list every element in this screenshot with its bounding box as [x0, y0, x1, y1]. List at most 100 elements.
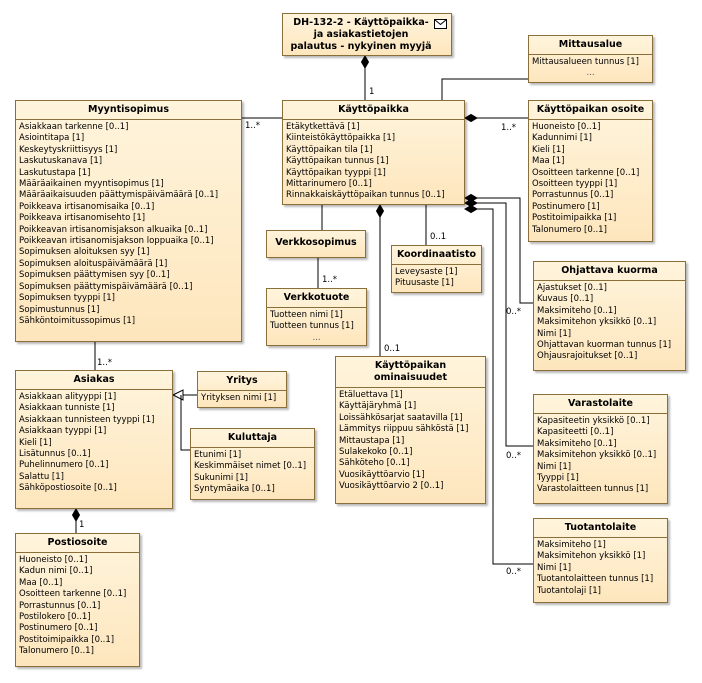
- class-kayttopaikan-ominaisuudet[interactable]: Käyttöpaikan ominaisuudet Etäluettava [1…: [335, 356, 486, 504]
- class-kayttopaikka[interactable]: Käyttöpaikka Etäkytkettävä [1] Kiinteist…: [282, 100, 465, 205]
- class-name: Käyttöpaikan ominaisuudet: [336, 357, 485, 388]
- class-name: Ohjattava kuorma: [534, 262, 685, 281]
- attribute: Tuotteen nimi [1]: [270, 310, 343, 320]
- attribute: Rinnakkaiskäyttöpaikan tunnus [0..1]: [286, 190, 445, 201]
- attribute: Maksimiteho [1]: [537, 540, 606, 550]
- attribute: Maa [0..1]: [19, 577, 63, 588]
- class-postiosoite[interactable]: Postiosoite Huoneisto [0..1] Kadun nimi …: [15, 533, 140, 667]
- attribute: Määräaikaisuuden päättymispäivämäärä [0.…: [19, 190, 219, 201]
- attribute: Osoitteen tarkenne [0..1]: [532, 167, 640, 178]
- yritys-generalization-arrow: [171, 389, 184, 401]
- class-verkkotuote[interactable]: Verkkotuote Tuotteen nimi [1] Tuotteen t…: [266, 288, 367, 346]
- attribute: Kapasiteetin yksikkö [0..1]: [537, 416, 650, 426]
- attribute: Asiakkaan tyyppi [1]: [19, 426, 107, 437]
- class-name: Asiakas: [16, 371, 172, 390]
- attribute: Vuosikäyttöarvio [1]: [339, 469, 425, 480]
- attribute: Sähköpostiosoite [0..1]: [19, 483, 117, 494]
- attribute: Etäkytkettävä [1]: [286, 122, 360, 132]
- multiplicity-label: 1..*: [322, 275, 338, 285]
- attribute: Talonumero [0..1]: [19, 646, 94, 657]
- class-kuluttaja[interactable]: Kuluttaja Etunimi [1] Keskimmäiset nimet…: [190, 428, 315, 500]
- ominaisuudet-diamond: [375, 204, 385, 218]
- attribute: Sopimuksen päättymisen syy [0..1]: [19, 270, 170, 281]
- attribute: Huoneisto [0..1]: [19, 555, 88, 565]
- class-name: Mittausalue: [529, 36, 652, 55]
- attribute: Maksimitehon yksikkö [1]: [537, 551, 646, 562]
- attributes: Tuotteen nimi [1] Tuotteen tunnus [1] ..…: [267, 308, 366, 343]
- multiplicity-label: 1: [79, 520, 85, 530]
- attribute: Maksimitehon yksikkö [0..1]: [537, 317, 657, 328]
- varastolaite-diamond: [464, 198, 478, 208]
- attribute: Sopimuksen aloituspäivämäärä [1]: [19, 258, 168, 269]
- attribute: Loissähkösarjat saatavilla [1]: [339, 412, 463, 423]
- attribute: Lämmitys riippuu sähköstä [1]: [339, 424, 469, 435]
- attribute: Keskeytyskriittisyys [1]: [19, 144, 118, 155]
- class-name: Yritys: [198, 372, 286, 391]
- class-yritys[interactable]: Yritys Yrityksen nimi [1]: [197, 371, 287, 408]
- attribute: Sopimuksen tyyppi [1]: [19, 293, 115, 304]
- attribute: Asiakkaan alityyppi [1]: [19, 392, 117, 402]
- attribute: Tuotantolaji [1]: [537, 585, 601, 596]
- attribute: Talonumero [0..1]: [532, 224, 607, 235]
- attribute: Tuotantolaitteen tunnus [1]: [537, 574, 654, 585]
- class-asiakas[interactable]: Asiakas Asiakkaan alityyppi [1] Asiakkaa…: [15, 370, 173, 509]
- attributes: Etäluettava [1] Käyttäjäryhmä [1] Loissä…: [336, 388, 485, 493]
- class-name: Käyttöpaikka: [283, 101, 464, 120]
- attribute: Poikkeavan irtisanomisjakson loppuaika […: [19, 236, 214, 247]
- attribute: Maa [1]: [532, 156, 565, 167]
- attribute: Maksimiteho [0..1]: [537, 438, 617, 449]
- attribute: Osoitteen tarkenne [0..1]: [19, 589, 127, 600]
- attributes: Ajastukset [0..1] Kuvaus [0..1] Maksimit…: [534, 281, 685, 363]
- attribute: Poikkeavan irtisanomisjakson alkuaika [0…: [19, 224, 208, 235]
- class-tuotantolaite[interactable]: Tuotantolaite Maksimiteho [1] Maksimiteh…: [533, 518, 668, 603]
- attributes: Asiakkaan tarkenne [0..1] Asiointitapa […: [16, 120, 241, 327]
- attribute: Mittaustapa [1]: [339, 435, 405, 446]
- attribute: Poikkeava irtisanomisehto [1]: [19, 213, 146, 224]
- kuluttaja-asiakas-line: [180, 395, 190, 451]
- class-mittausalue[interactable]: Mittausalue Mittausalueen tunnus [1] ...: [528, 35, 653, 83]
- class-kayttopaikan-osoite[interactable]: Käyttöpaikan osoite Huoneisto [0..1] Kad…: [528, 100, 653, 242]
- attribute: Sopimuksen päättymispäivämäärä [0..1]: [19, 281, 193, 292]
- attribute: Kieli [1]: [19, 437, 52, 448]
- attributes: Mittausalueen tunnus [1] ...: [529, 55, 652, 78]
- attribute: Syntymäaika [0..1]: [194, 484, 275, 495]
- attribute: Ohjausrajoitukset [0..1]: [537, 351, 638, 362]
- attribute: Maksimiteho [0..1]: [537, 305, 617, 316]
- class-name: Kuluttaja: [191, 429, 314, 448]
- mittausalue-kayttopaikka-line: [441, 78, 528, 100]
- attribute: Leveysaste [1]: [395, 267, 458, 277]
- class-ohjattava-kuorma[interactable]: Ohjattava kuorma Ajastukset [0..1] Kuvau…: [533, 261, 686, 371]
- attribute: Käyttöpaikan tila [1]: [286, 144, 373, 155]
- diagram-title: DH-132-2 - Käyttöpaikka- ja asiakastieto…: [290, 17, 432, 52]
- attribute: Asiakkaan tunnisteen tyyppi [1]: [19, 414, 155, 425]
- attribute: Sopimuksen aloituksen syy [1]: [19, 247, 150, 258]
- attribute: Nimi [1]: [537, 562, 572, 573]
- attribute: Etunimi [1]: [194, 450, 242, 460]
- attribute: Huoneisto [0..1]: [532, 122, 601, 132]
- attributes: Yrityksen nimi [1]: [198, 391, 286, 404]
- multiplicity-label: 1..*: [501, 123, 517, 133]
- attribute: Mittarinumero [0..1]: [286, 179, 372, 190]
- osoite-diamond: [464, 113, 478, 123]
- attribute: Tuotteen tunnus [1]: [270, 321, 354, 332]
- attribute: Kieli [1]: [532, 144, 565, 155]
- attribute: Kadun nimi [0..1]: [19, 566, 93, 577]
- attribute: Porrastunnus [0..1]: [19, 600, 101, 611]
- class-name: Verkkotuote: [267, 289, 366, 308]
- attribute: Salattu [1]: [19, 471, 64, 482]
- attribute: Pituusaste [1]: [395, 278, 454, 289]
- attribute: Lisätunnus [0..1]: [19, 449, 91, 460]
- class-myyntisopimus[interactable]: Myyntisopimus Asiakkaan tarkenne [0..1] …: [15, 100, 242, 342]
- attribute: Porrastunnus [0..1]: [532, 190, 614, 201]
- attribute: Sukunimi [1]: [194, 472, 248, 483]
- attribute: Maksimitehon yksikkö [0..1]: [537, 450, 657, 461]
- class-koordinaatisto[interactable]: Koordinaatisto Leveysaste [1] Pituusaste…: [391, 245, 482, 293]
- attribute: Vuosikäyttöarvio 2 [0..1]: [339, 481, 444, 492]
- more-attributes: ...: [312, 332, 321, 343]
- attribute: Sähköteho [0..1]: [339, 458, 410, 469]
- attribute: Poikkeava irtisanomisaika [0..1]: [19, 201, 155, 212]
- multiplicity-label: 1..*: [97, 358, 113, 368]
- class-verkkosopimus[interactable]: Verkkosopimus: [266, 230, 366, 258]
- class-varastolaite[interactable]: Varastolaite Kapasiteetin yksikkö [0..1]…: [533, 394, 668, 504]
